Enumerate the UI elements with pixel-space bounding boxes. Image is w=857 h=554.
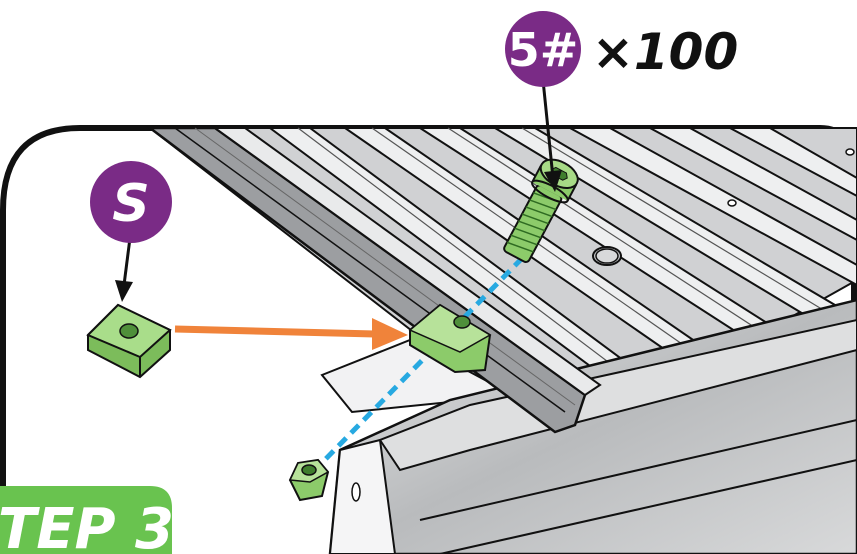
washer-icon [596, 249, 618, 263]
step-badge: TEP 3 [0, 486, 174, 554]
step-label: TEP 3 [0, 497, 174, 554]
hex-nut-icon [290, 460, 328, 500]
screw-part-label: 5# [508, 23, 579, 77]
nut-callout: S [90, 161, 172, 243]
screw-quantity: ×100 [592, 23, 738, 81]
screw-callout: 5# ×100 [505, 11, 738, 87]
square-nut-icon [88, 305, 170, 377]
insertion-arrow [175, 318, 408, 350]
nut-part-label: S [112, 174, 149, 234]
callout-arrow-nut [115, 238, 133, 302]
